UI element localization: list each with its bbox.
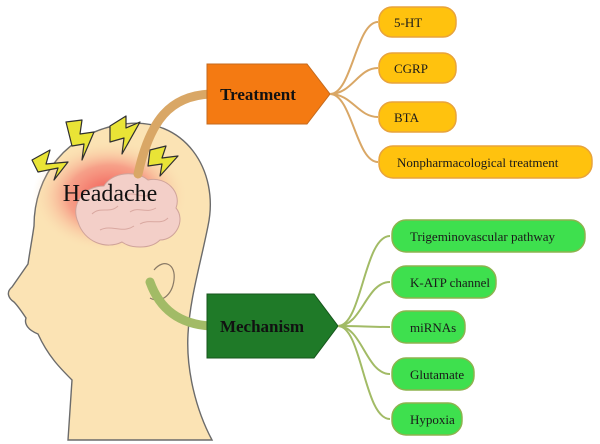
svg-text:K-ATP channel: K-ATP channel (410, 275, 490, 290)
mechanism-label: Mechanism (220, 317, 304, 336)
mechanism-branches (337, 235, 391, 420)
svg-text:Trigeminovascular pathway: Trigeminovascular pathway (410, 229, 556, 244)
mechanism-item: Hypoxia (391, 402, 463, 436)
treatment-item: CGRP (378, 52, 457, 84)
svg-text:5-HT: 5-HT (394, 15, 422, 30)
brain-icon (75, 173, 181, 248)
lightning-bolt-icon (147, 145, 179, 177)
mechanism-item: K-ATP channel (391, 265, 497, 299)
treatment-node: Treatment (206, 63, 331, 125)
svg-text:Glutamate: Glutamate (410, 367, 464, 382)
svg-text:Nonpharmacological treatment: Nonpharmacological treatment (397, 155, 559, 170)
svg-text:Hypoxia: Hypoxia (410, 412, 455, 427)
mechanism-main-branch (145, 277, 215, 331)
lightning-bolt-icon (109, 115, 141, 155)
treatment-main-branch (133, 89, 215, 179)
treatment-item: Nonpharmacological treatment (378, 145, 593, 179)
center-label: Headache (63, 181, 158, 207)
mechanism-node: Mechanism (206, 293, 339, 359)
svg-text:miRNAs: miRNAs (410, 320, 456, 335)
treatment-item: BTA (378, 101, 457, 133)
mechanism-item: Trigeminovascular pathway (391, 219, 586, 253)
mechanism-item: miRNAs (391, 310, 466, 344)
mechanism-item: Glutamate (391, 357, 475, 391)
lightning-bolt-icon (65, 119, 95, 161)
svg-text:CGRP: CGRP (394, 61, 428, 76)
treatment-branches (329, 21, 379, 163)
treatment-label: Treatment (220, 85, 296, 104)
treatment-item: 5-HT (378, 6, 457, 38)
lightning-bolt-icon (31, 149, 69, 181)
svg-text:BTA: BTA (394, 110, 420, 125)
